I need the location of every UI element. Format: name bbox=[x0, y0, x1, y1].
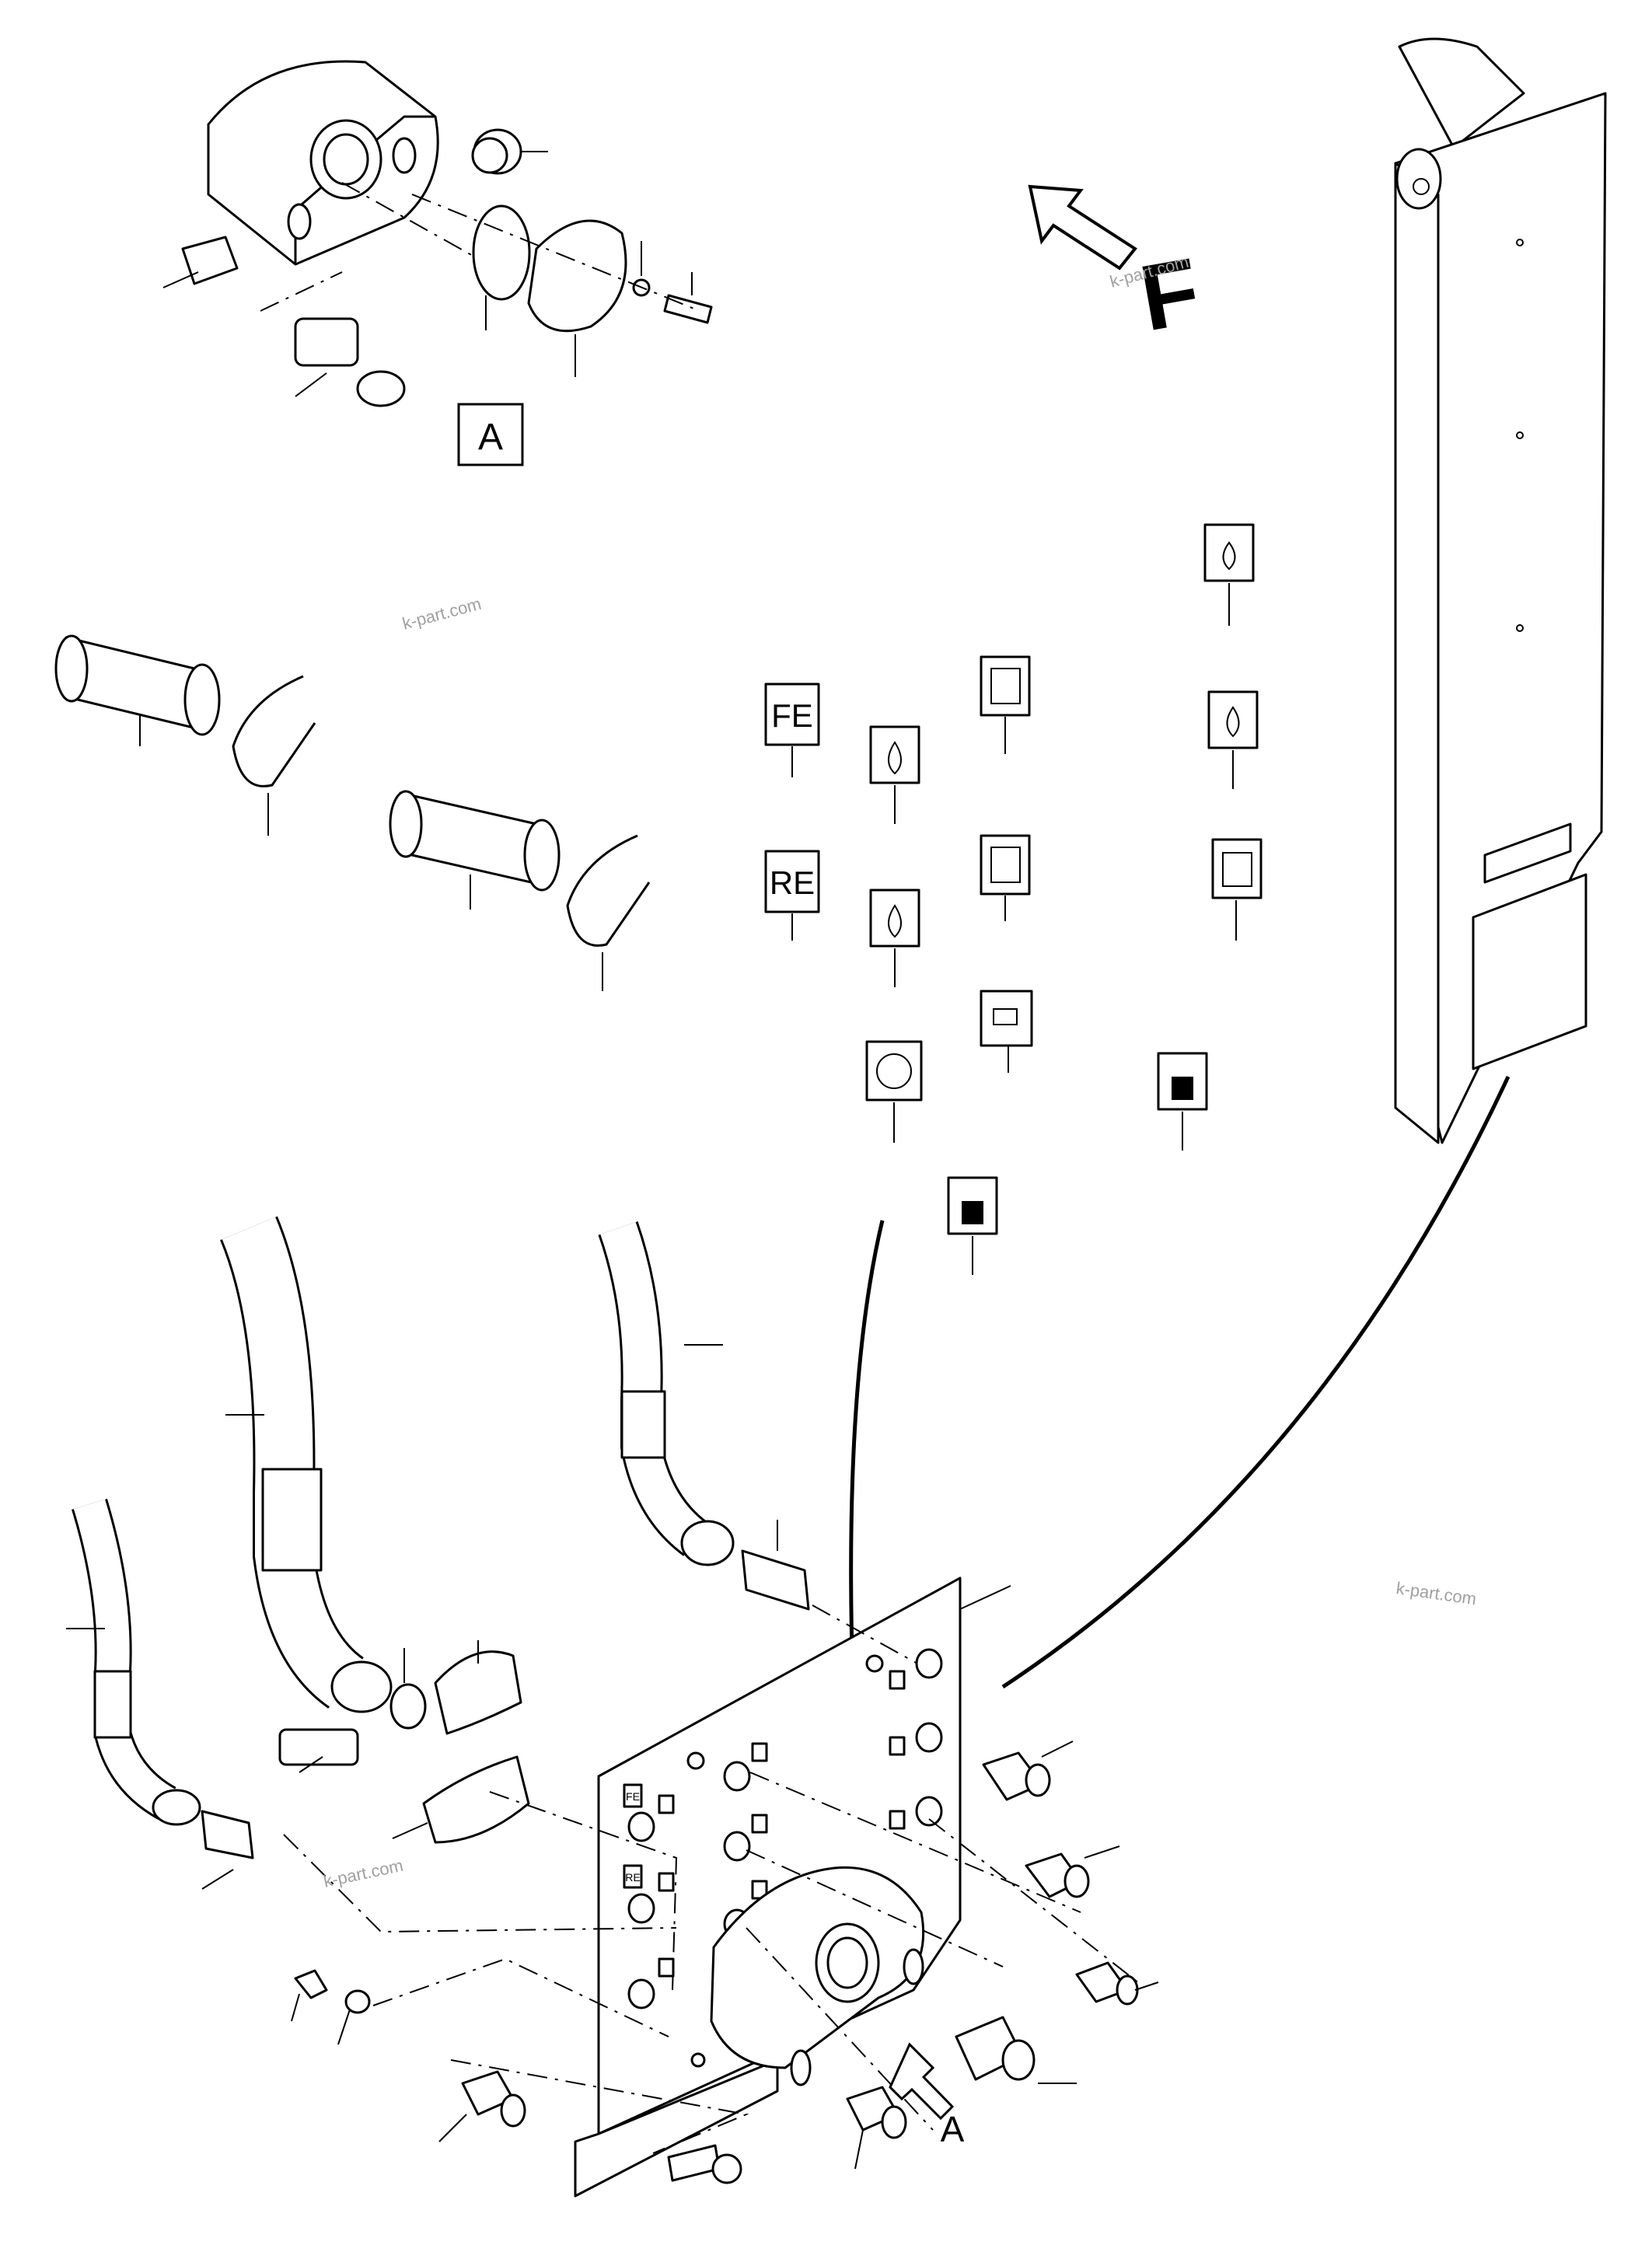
detail-a-label: A bbox=[478, 417, 503, 458]
hose-left bbox=[66, 1499, 254, 1890]
mounting-plate: FE RE bbox=[283, 1576, 1144, 2198]
detail-a-arrow-label: A bbox=[941, 2109, 965, 2149]
watermark: k-part.com bbox=[322, 1856, 405, 1891]
hose-right bbox=[598, 1221, 810, 1611]
loose-fittings: A bbox=[291, 1741, 1159, 2184]
oil-drop-icon bbox=[869, 725, 920, 824]
coolant-tank-icon bbox=[980, 834, 1031, 921]
svg-text:FE: FE bbox=[771, 697, 813, 734]
hose-middle bbox=[219, 1216, 530, 1844]
fuel-pump-icon bbox=[1157, 1052, 1208, 1150]
decal-fe: FE bbox=[764, 683, 820, 777]
coolant-tank-icon bbox=[980, 655, 1031, 754]
sleeve-left bbox=[54, 634, 316, 836]
decal-re: RE bbox=[764, 850, 820, 941]
detail-a-label-box bbox=[457, 403, 524, 466]
detail-a-arrow bbox=[889, 2042, 955, 2121]
watermark: k-part.com bbox=[400, 594, 484, 634]
plate-decal-fe: FE bbox=[626, 1790, 640, 1803]
side-panel bbox=[1001, 37, 1607, 1689]
watermark: k-part.com bbox=[1395, 1578, 1477, 1608]
coolant-tank-icon bbox=[1211, 838, 1263, 941]
sleeve-middle bbox=[389, 790, 651, 991]
fuel-pump-icon bbox=[947, 1176, 998, 1275]
oil-drop-icon bbox=[869, 889, 920, 987]
plate-decal-re: RE bbox=[625, 1871, 640, 1884]
oil-drop-icon bbox=[1203, 523, 1255, 626]
detail-a-assembly: A bbox=[162, 60, 713, 466]
gear-icon bbox=[865, 1040, 923, 1143]
svg-text:RE: RE bbox=[770, 864, 815, 901]
battery-icon bbox=[980, 990, 1033, 1073]
oil-drop-icon bbox=[1207, 690, 1259, 789]
